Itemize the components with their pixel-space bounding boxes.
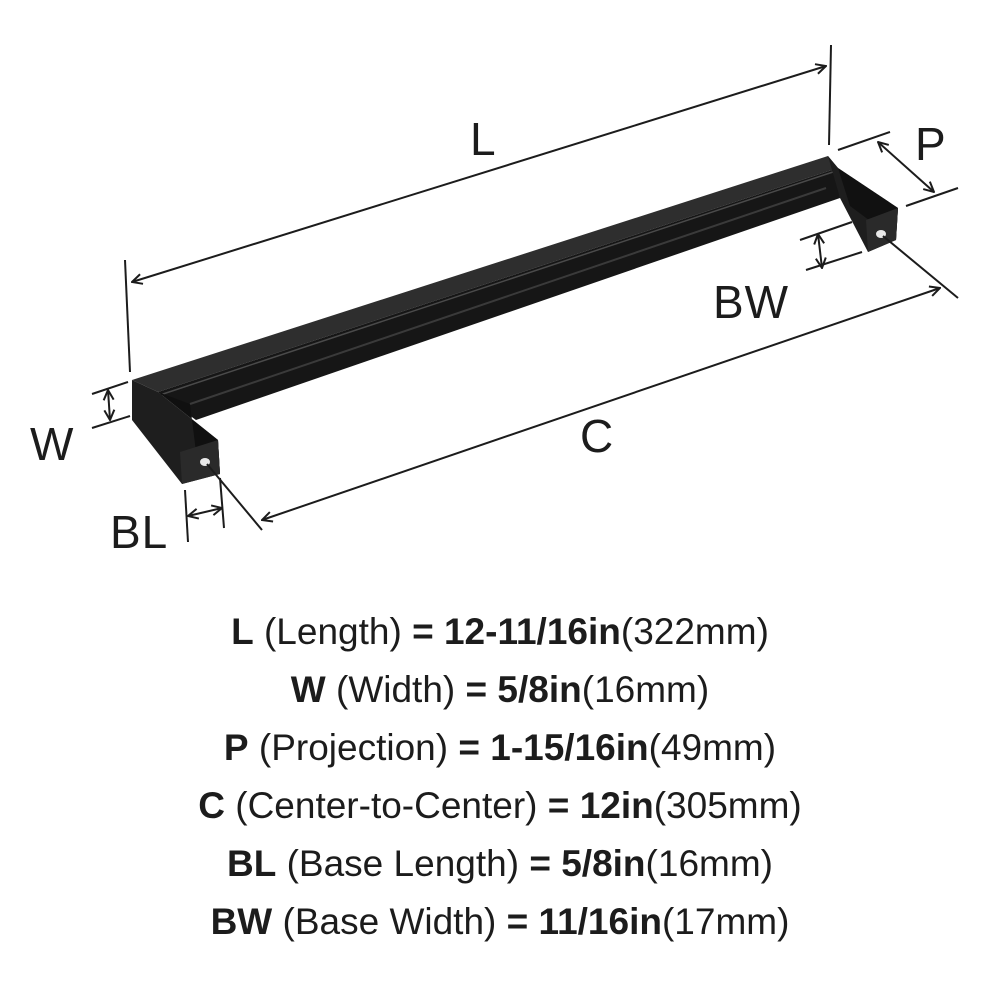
width-extension-bottom [91,415,131,429]
label-projection: P [915,118,947,170]
projection-arrow [878,142,934,192]
base-width-extension-bottom [805,251,863,271]
base-width-arrow [818,234,822,268]
handle-bar-top [132,156,838,392]
spec-center-to-center: C (Center-to-Center) = 12in(305mm) [0,777,1000,835]
spec-base-length: BL (Base Length) = 5/8in(16mm) [0,835,1000,893]
label-width: W [30,418,74,470]
spec-name: (Center-to-Center) [235,785,538,826]
dimension-lines [91,44,959,543]
spec-abbr: P [223,727,249,768]
spec-metric: (49mm) [648,727,777,768]
spec-abbr: BW [210,901,273,942]
width-arrow [108,390,110,420]
label-length: L [470,113,497,165]
spec-imperial: 12in [579,785,654,826]
label-base-length: BL [110,506,168,558]
handle-dimension-diagram: L P W BW C BL [30,44,959,558]
center-extension-right [882,235,959,299]
length-arrow [132,66,826,282]
spec-abbr: W [290,669,326,710]
spec-imperial: 5/8in [561,843,646,884]
spec-metric: (17mm) [661,901,790,942]
spec-name: (Width) [336,669,456,710]
spec-name: (Base Width) [282,901,497,942]
spec-equals: = [458,727,480,768]
projection-extension-top [837,131,891,151]
center-extension-left [206,463,263,531]
spec-name: (Length) [263,611,402,652]
spec-name: (Base Length) [286,843,520,884]
spec-equals: = [465,669,488,710]
spec-equals: = [547,785,570,826]
spec-length: L (Length) = 12-11/16in(322mm) [0,603,1000,661]
spec-abbr: L [231,611,254,652]
center-to-center-arrow [262,288,940,520]
spec-equals: = [529,843,551,884]
base-length-extension-right [219,477,225,529]
spec-abbr: BL [227,843,277,884]
dimension-labels: L P W BW C BL [30,113,947,558]
length-extension-left [124,259,131,373]
spec-metric: (16mm) [645,843,773,884]
spec-metric: (305mm) [653,785,802,826]
spec-imperial: 11/16in [538,901,662,942]
base-width-extension-top [799,221,853,241]
spec-equals: = [506,901,529,942]
base-length-extension-left [184,489,189,543]
projection-extension-bottom [905,187,959,207]
label-center-to-center: C [580,410,614,462]
spec-metric: (322mm) [620,611,769,652]
spec-name: (Projection) [258,727,449,768]
spec-base-width: BW (Base Width) = 11/16in(17mm) [0,893,1000,951]
spec-imperial: 1-15/16in [490,727,649,768]
spec-imperial: 5/8in [497,669,582,710]
spec-abbr: C [198,785,225,826]
spec-imperial: 12-11/16in [443,611,621,652]
spec-projection: P (Projection) = 1-15/16in(49mm) [0,719,1000,777]
base-length-arrow [188,508,222,516]
spec-metric: (16mm) [581,669,710,710]
specification-list: L (Length) = 12-11/16in(322mm) W (Width)… [0,603,1000,951]
spec-equals: = [412,611,434,652]
label-base-width: BW [713,276,789,328]
width-extension-top [91,381,129,395]
spec-width: W (Width) = 5/8in(16mm) [0,661,1000,719]
length-extension-right [828,44,832,146]
